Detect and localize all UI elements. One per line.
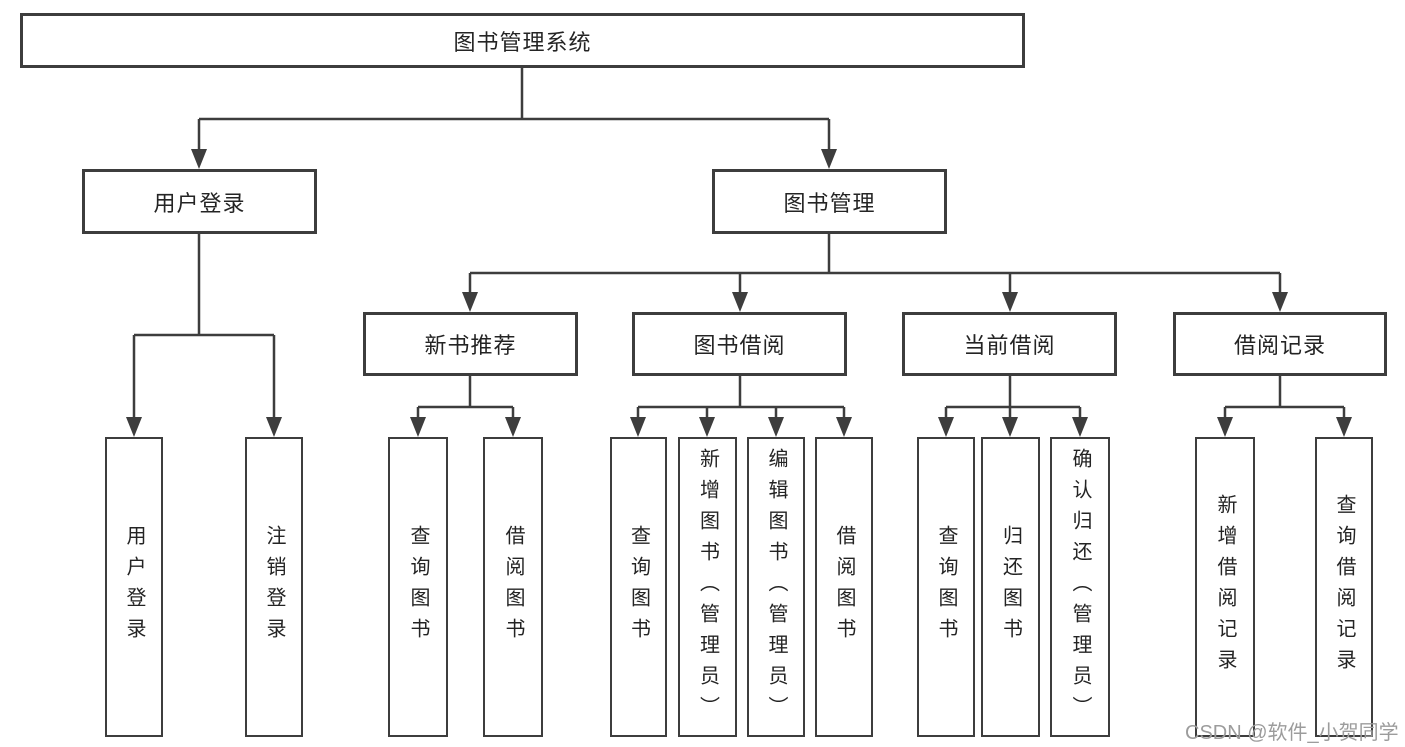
leaf-user-login: 用户登录 [105, 437, 163, 737]
leaf-label: 注销登录 [263, 525, 285, 649]
leaf-query-books-current: 查询图书 [917, 437, 975, 737]
node-book-management: 图书管理 [712, 169, 947, 234]
leaf-label: 查询图书 [935, 525, 957, 649]
node-user-login: 用户登录 [82, 169, 317, 234]
node-borrow-records: 借阅记录 [1173, 312, 1387, 376]
leaf-borrow-books: 借阅图书 [815, 437, 873, 737]
leaf-query-books-borrow: 查询图书 [610, 437, 667, 737]
leaf-query-books-recommend: 查询图书 [388, 437, 448, 737]
leaf-label: 确认归还（管理员） [1069, 447, 1091, 727]
leaf-return-books: 归还图书 [981, 437, 1040, 737]
leaf-add-borrow-record: 新增借阅记录 [1195, 437, 1255, 737]
leaf-label: 新增借阅记录 [1214, 494, 1236, 680]
leaf-logout: 注销登录 [245, 437, 303, 737]
leaf-label: 查询图书 [627, 525, 650, 649]
node-library-management-system: 图书管理系统 [20, 13, 1025, 68]
leaf-label: 编辑图书（管理员） [765, 447, 787, 727]
leaf-label: 归还图书 [999, 525, 1022, 649]
node-current-borrow: 当前借阅 [902, 312, 1117, 376]
csdn-watermark: CSDN @软件_小贺同学 [1185, 722, 1399, 744]
leaf-add-book-admin: 新增图书（管理员） [678, 437, 737, 737]
leaf-label: 用户登录 [123, 525, 145, 649]
leaf-label: 借阅图书 [502, 525, 524, 649]
leaf-label: 查询借阅记录 [1333, 494, 1355, 680]
node-book-borrow: 图书借阅 [632, 312, 847, 376]
leaf-label: 借阅图书 [833, 525, 855, 649]
leaf-borrow-books-recommend: 借阅图书 [483, 437, 543, 737]
leaf-label: 查询图书 [407, 525, 429, 649]
leaf-edit-book-admin: 编辑图书（管理员） [747, 437, 805, 737]
leaf-query-borrow-record: 查询借阅记录 [1315, 437, 1373, 737]
leaf-label: 新增图书（管理员） [696, 447, 719, 727]
node-new-book-recommend: 新书推荐 [363, 312, 578, 376]
leaf-confirm-return-admin: 确认归还（管理员） [1050, 437, 1110, 737]
